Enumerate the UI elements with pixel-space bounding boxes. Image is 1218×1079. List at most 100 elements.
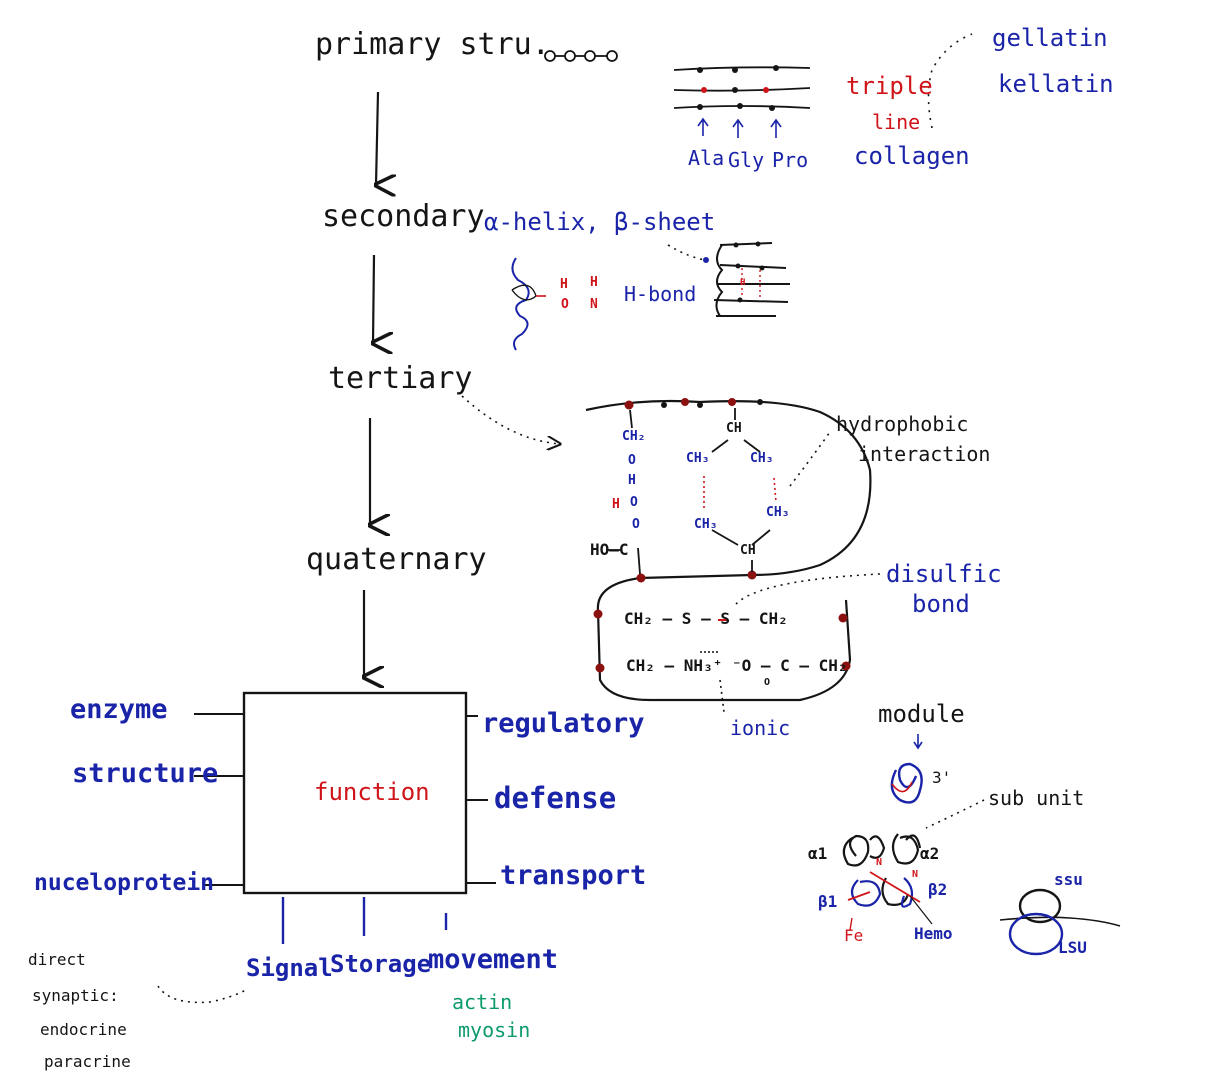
ring-ch3-a: CH₃: [686, 451, 710, 466]
amino-acid-pointers: [697, 117, 782, 138]
function-bottom-connectors: [281, 897, 448, 944]
function-connectors: [194, 713, 496, 886]
ionic-carbonyl-o: O: [764, 677, 771, 688]
secondary-types-label: α-helix, β-sheet: [484, 208, 716, 236]
primary-chain-icon: [544, 50, 618, 62]
hydrophobic-dots: [703, 476, 777, 510]
ssu-label: ssu: [1054, 870, 1083, 889]
secondary-structure-label: secondary: [322, 199, 485, 234]
quaternary-structure-label: quaternary: [306, 542, 487, 577]
ter-left-o3: O: [632, 517, 640, 532]
hbond-label: H-bond: [624, 282, 697, 306]
module-label: module: [878, 700, 965, 728]
collagen-label: collagen: [854, 142, 970, 170]
ring-ch-bottom: CH: [740, 543, 756, 558]
ring-ch3-b: CH₃: [750, 451, 774, 466]
hbond-atom-h2: H: [590, 275, 598, 290]
hydrophobic-label-2: interaction: [858, 442, 991, 466]
function-label: function: [314, 778, 430, 806]
ring-ch3-c: CH₃: [694, 517, 718, 532]
n-mark-2: N: [912, 869, 919, 880]
function-regulatory: regulatory: [482, 708, 645, 739]
ter-left-ch2: CH₂: [622, 429, 646, 444]
beta-sheet-sketch: [713, 242, 790, 317]
lsu-label: LSU: [1058, 938, 1087, 957]
gelatin-dotted-link: [927, 33, 973, 129]
helix-loop: [511, 284, 537, 301]
ter-hbond-h: H: [612, 497, 620, 512]
hbond-atom-n: N: [590, 297, 598, 312]
function-defense: defense: [494, 781, 617, 815]
collagen-dots: [697, 65, 779, 111]
hbond-atom-h1: H: [560, 277, 568, 292]
ribosome-sketch: [999, 888, 1121, 956]
hierarchy-arrows: [364, 91, 378, 677]
subunit-label: sub unit: [988, 786, 1085, 810]
n-mark-1: N: [876, 857, 883, 868]
hemo-label: Hemo: [914, 924, 953, 943]
signal-dotted-link: [157, 985, 247, 1004]
function-storage: Storage: [330, 950, 432, 978]
function-structure: structure: [72, 758, 219, 789]
module-red-strand: [891, 781, 913, 793]
amino-acid-gly: Gly: [728, 148, 765, 172]
hbond-atom-o: O: [561, 297, 569, 312]
ter-left-o2: O: [630, 495, 638, 510]
fe-label: Fe: [844, 926, 864, 945]
function-nucleoprotein: nuceloprotein: [34, 870, 215, 896]
backbone-red-nodes: [593, 398, 851, 673]
alpha-helix-sketch: [511, 257, 530, 351]
disulfide-row: CH₂ – S – S – CH₂: [624, 609, 788, 628]
disulfide-label-2: bond: [912, 590, 970, 618]
primary-structure-label: primary stru.: [315, 27, 550, 62]
arrow-secondary-tertiary: [373, 254, 374, 343]
function-box: [242, 691, 468, 895]
movement-myosin: myosin: [458, 1018, 531, 1042]
ring-ch3-d: CH₃: [766, 505, 790, 520]
hydrophobic-label-1: hydrophobic: [836, 412, 969, 436]
ionic-link: [719, 679, 725, 713]
collagen-triple-helix: [673, 66, 811, 109]
signal-endocrine: endocrine: [40, 1020, 127, 1039]
sheet-dotted-link: [667, 244, 707, 261]
ter-carboxyl: HO–C: [590, 540, 629, 559]
sheet-h-atom: H: [740, 278, 746, 288]
signal-paracrine: paracrine: [44, 1052, 131, 1071]
alpha1-label: α1: [808, 844, 828, 863]
hydrophobic-link: [789, 431, 831, 487]
ter-left-h: H: [628, 473, 636, 488]
gelatin-label: gellatin: [992, 24, 1108, 52]
function-signal: Signal: [246, 954, 333, 982]
ionic-row: CH₂ – NH₃⁺ ⁻O – C – CH₂: [626, 656, 848, 675]
collagen-red-dots: [701, 87, 769, 93]
ter-left-o1: O: [628, 453, 636, 468]
ring-ch-top: CH: [726, 421, 742, 436]
subunit-link: [925, 799, 985, 829]
module-down-arrow: [913, 734, 923, 750]
movement-actin: actin: [452, 990, 513, 1014]
tertiary-dotted-arrow: [461, 395, 560, 444]
hemoglobin-sketch: [842, 833, 933, 931]
beta1-label: β1: [818, 892, 838, 911]
side-chain-bonds: [606, 408, 771, 575]
kellatin-label: kellatin: [998, 70, 1114, 98]
tertiary-structure-label: tertiary: [328, 361, 473, 396]
function-movement: movement: [428, 944, 559, 975]
function-transport: transport: [500, 860, 647, 891]
module-3prime: 3': [932, 768, 952, 787]
signal-direct: direct: [28, 950, 86, 969]
ionic-label: ionic: [730, 716, 791, 740]
arrow-primary-secondary: [376, 91, 378, 185]
amino-acid-ala: Ala: [688, 146, 725, 170]
module-blob: [890, 762, 923, 804]
function-enzyme: enzyme: [70, 694, 168, 725]
signal-synaptic: synaptic:: [32, 986, 119, 1005]
disulfide-label-1: disulfic: [886, 560, 1002, 588]
alpha2-label: α2: [920, 844, 940, 863]
disulfide-link: [735, 573, 881, 605]
beta2-label: β2: [928, 880, 948, 899]
triple-label: triple: [846, 72, 933, 100]
line-label: line: [872, 110, 921, 134]
amino-acid-pro: Pro: [772, 148, 809, 172]
